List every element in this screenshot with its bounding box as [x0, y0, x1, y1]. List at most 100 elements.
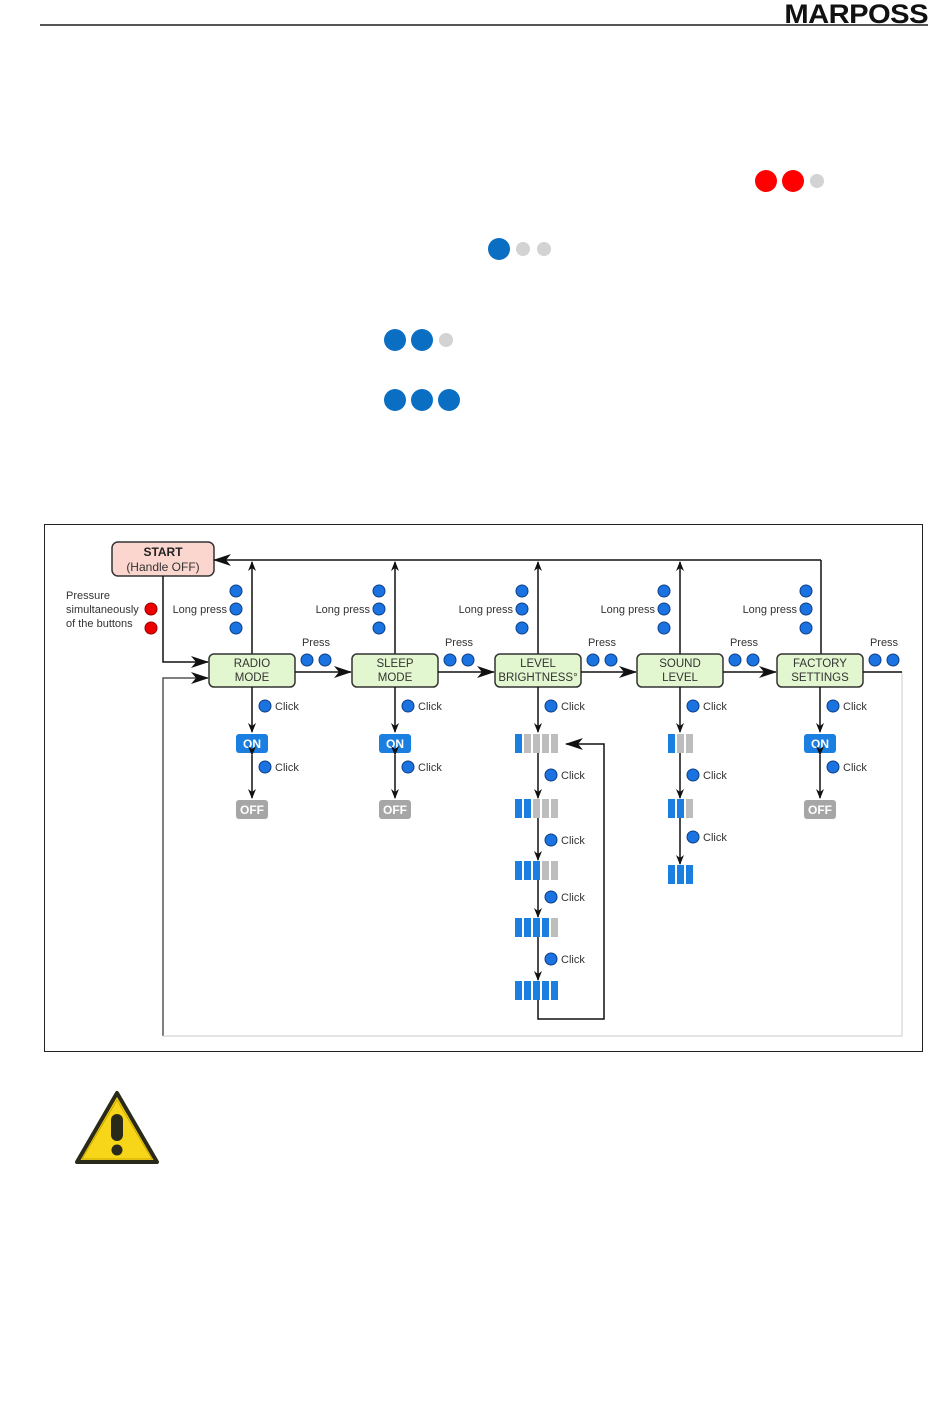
state-on-label: ON [243, 737, 261, 751]
press-dot [728, 653, 742, 667]
press-dot [604, 653, 618, 667]
long-press-dot [657, 621, 671, 635]
press-dot [886, 653, 900, 667]
level-bar-on [524, 799, 531, 818]
level-bar-off [542, 861, 549, 880]
led-blue-dot [488, 238, 510, 260]
press-dot [318, 653, 332, 667]
level-bar-off [524, 734, 531, 753]
long-press-dot [229, 584, 243, 598]
click-label: Click [843, 762, 867, 774]
level-bar-on [668, 734, 675, 753]
level-bar-off [551, 799, 558, 818]
mode-title-line1: SOUND [659, 658, 701, 670]
loop-back-path [163, 671, 903, 1037]
level-bar-off [686, 799, 693, 818]
led-red-dot [782, 170, 804, 192]
level-bar-off [551, 734, 558, 753]
long-press-label: Long press [601, 604, 656, 616]
mode-factory-settings: Long pressFACTORYSETTINGSPressClickONOFF… [743, 584, 902, 819]
press-label: Press [445, 637, 474, 649]
mode-box: LEVEL BRIGHTNESS° [494, 653, 582, 688]
led-blue-dot [411, 329, 433, 351]
click-label: Click [561, 770, 585, 782]
mode-title-line2: MODE [378, 672, 413, 684]
click-label: Click [275, 762, 299, 774]
click-label: Click [843, 701, 867, 713]
click-button-dot [544, 952, 558, 966]
mode-title-line2: MODE [235, 672, 270, 684]
press-label: Press [302, 637, 331, 649]
click-button-dot [826, 699, 840, 713]
click-label: Click [561, 835, 585, 847]
level-bar-off [677, 734, 684, 753]
click-label: Click [703, 832, 727, 844]
press-dot [868, 653, 882, 667]
led-off-dot [439, 333, 453, 347]
click-label: Click [418, 701, 442, 713]
led-blue-dot [411, 389, 433, 411]
level-bar-on [542, 981, 549, 1000]
level-bar-on [515, 799, 522, 818]
long-press-label: Long press [316, 604, 371, 616]
click-button-dot [686, 768, 700, 782]
button-dot-red [144, 602, 158, 616]
click-button-dot [258, 760, 272, 774]
click-label: Click [703, 770, 727, 782]
level-bar-on [515, 861, 522, 880]
led-off-dot [537, 242, 551, 256]
mode-title-line2: LEVEL [662, 672, 698, 684]
sound-level-2 [668, 799, 693, 818]
long-press-label: Long press [459, 604, 514, 616]
level-bar-off [542, 734, 549, 753]
sound-level-1 [668, 734, 693, 753]
level-bar-on [668, 799, 675, 818]
level-bar-on [677, 799, 684, 818]
brand-logo: MARPOSS [784, 0, 928, 29]
loop-back-arrow [162, 672, 209, 1036]
level-bar-on [533, 981, 540, 1000]
click-label: Click [561, 701, 585, 713]
mode-title-line2: BRIGHTNESS° [498, 672, 577, 684]
start-node: START (Handle OFF) [111, 541, 215, 577]
state-off-badge: OFF [804, 800, 836, 819]
level-bar-off [533, 734, 540, 753]
level-bar-off [533, 799, 540, 818]
click-label: Click [561, 954, 585, 966]
pressure-note: Pressure simultaneously of the buttons [66, 590, 158, 635]
state-on-badge: ON [379, 734, 411, 753]
click-button-dot [401, 699, 415, 713]
state-off-label: OFF [808, 803, 832, 817]
long-press-dot [515, 621, 529, 635]
long-press-dot [372, 602, 386, 616]
long-press-dot [372, 621, 386, 635]
long-press-dot [229, 621, 243, 635]
brightness-level-4 [515, 918, 558, 937]
brightness-level-2 [515, 799, 558, 818]
led-off-dot [810, 174, 824, 188]
start-subtitle: (Handle OFF) [126, 560, 199, 574]
state-on-badge: ON [804, 734, 836, 753]
brightness-level-1 [515, 734, 558, 753]
long-press-dot [799, 621, 813, 635]
click-label: Click [561, 892, 585, 904]
pressure-note-line: Pressure [66, 590, 110, 602]
level-bar-on [542, 918, 549, 937]
long-press-dot [229, 602, 243, 616]
long-press-label: Long press [173, 604, 228, 616]
level-bar-on [515, 918, 522, 937]
state-off-badge: OFF [236, 800, 268, 819]
mode-box: SOUND LEVEL [636, 653, 724, 688]
brightness-level-3 [515, 861, 558, 880]
long-press-dot [372, 584, 386, 598]
level-bar-on [686, 865, 693, 884]
state-on-badge: ON [236, 734, 268, 753]
click-button-dot [544, 699, 558, 713]
mode-title-line1: LEVEL [520, 658, 556, 670]
